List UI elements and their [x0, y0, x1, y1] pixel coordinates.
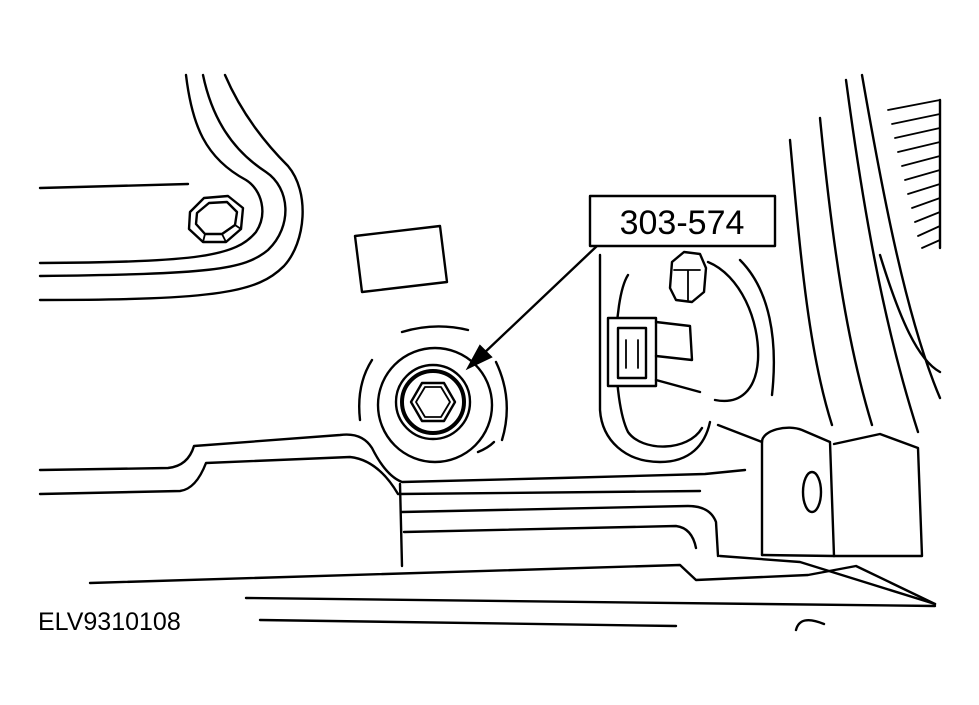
callout-label: 303-574: [620, 204, 745, 242]
plug-hex-socket: [409, 381, 457, 423]
side-casing: [788, 73, 942, 434]
plug-dashed-arc-left: [358, 358, 374, 422]
pan-lower-line-4: [718, 554, 937, 606]
bracket-lower-edge: [716, 423, 836, 558]
casing-line-2: [818, 116, 874, 427]
figure-id: ELV9310108: [38, 608, 181, 636]
pan-lower-line-3: [258, 618, 678, 628]
housing-inner-edge: [38, 73, 264, 265]
sensor-assembly: [598, 250, 776, 464]
plug-dashed-arc-right: [494, 360, 508, 442]
housing-flange-line: [38, 182, 190, 190]
upper-housing: [38, 73, 304, 302]
bracket-block: [832, 432, 924, 558]
callout-leader-line: [480, 243, 600, 357]
sensor-mount-outer: [598, 253, 712, 464]
mount-bracket: [716, 423, 924, 558]
connector-latch: [654, 320, 702, 394]
connector-terminals: [625, 339, 639, 369]
sensor-bolt-facet: [673, 269, 701, 301]
casing-line-5: [878, 253, 942, 374]
casing-line-3: [844, 78, 920, 434]
bracket-tab: [760, 426, 836, 558]
plug-dashed-arc-top: [400, 325, 470, 334]
plug-boss-ring: [376, 346, 494, 464]
cooling-fins: [887, 99, 941, 249]
rail-step: [398, 482, 404, 568]
rail-lower-edge: [38, 455, 702, 496]
casing-line-4: [860, 73, 942, 400]
callout-arrowhead: [465, 344, 493, 371]
bracket-slot: [801, 470, 823, 514]
plug-dashed-arc-bottom: [476, 440, 496, 454]
rail-upper-edge: [38, 433, 747, 484]
casing-line-1: [788, 138, 834, 427]
pan-drain-edge: [794, 618, 826, 632]
housing-outer-edge: [38, 73, 304, 302]
identification-pad: [353, 224, 449, 294]
plug-washer: [394, 363, 472, 441]
sensor-body-edge: [738, 258, 776, 397]
electrical-connector: [606, 316, 658, 388]
oil-pan-rail: [38, 433, 937, 632]
drain-plug: [358, 325, 508, 464]
connector-face: [616, 326, 648, 380]
housing-bolt: [187, 194, 245, 244]
pan-flange-2: [402, 524, 698, 550]
bolt-hex-facet: [202, 224, 242, 243]
sensor-mount-inner: [614, 273, 704, 448]
plug-head: [400, 369, 466, 435]
callout-box: [588, 194, 777, 248]
housing-middle-edge: [38, 73, 287, 278]
pan-lower-line-1: [88, 563, 937, 606]
plug-hex-inner: [415, 386, 451, 418]
pan-flange-1: [400, 504, 720, 558]
pan-lower-line-2: [244, 596, 937, 608]
tool-callout: 303-574: [465, 194, 777, 371]
sensor-body: [706, 260, 760, 403]
